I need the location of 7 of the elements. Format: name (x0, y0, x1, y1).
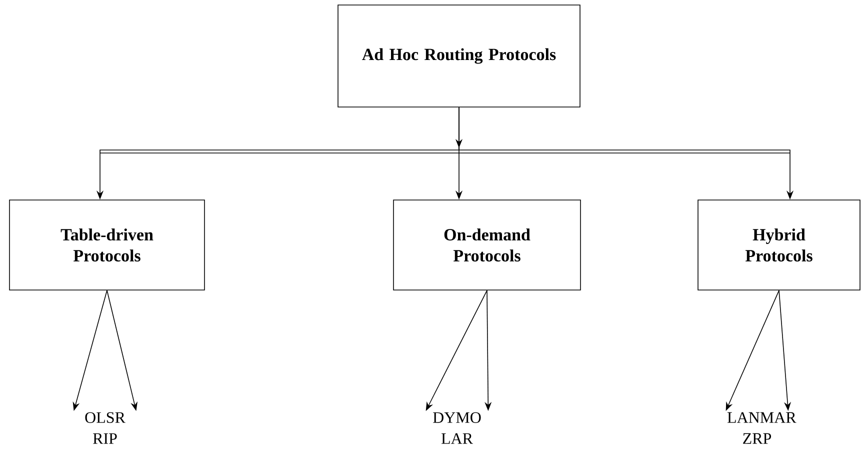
process-box: Hybrid Protocols (698, 200, 860, 290)
process-box: Ad Hoc Routing Protocols (338, 4, 580, 108)
process-box: Table-driven Protocols (9, 200, 205, 290)
protocol-label: OLSR RIP (85, 412, 126, 444)
process-box: On-demand Protocols (393, 200, 581, 290)
protocol-label: DYMO LAR (433, 412, 481, 444)
protocol-label: LANMAR ZRP (727, 412, 796, 444)
